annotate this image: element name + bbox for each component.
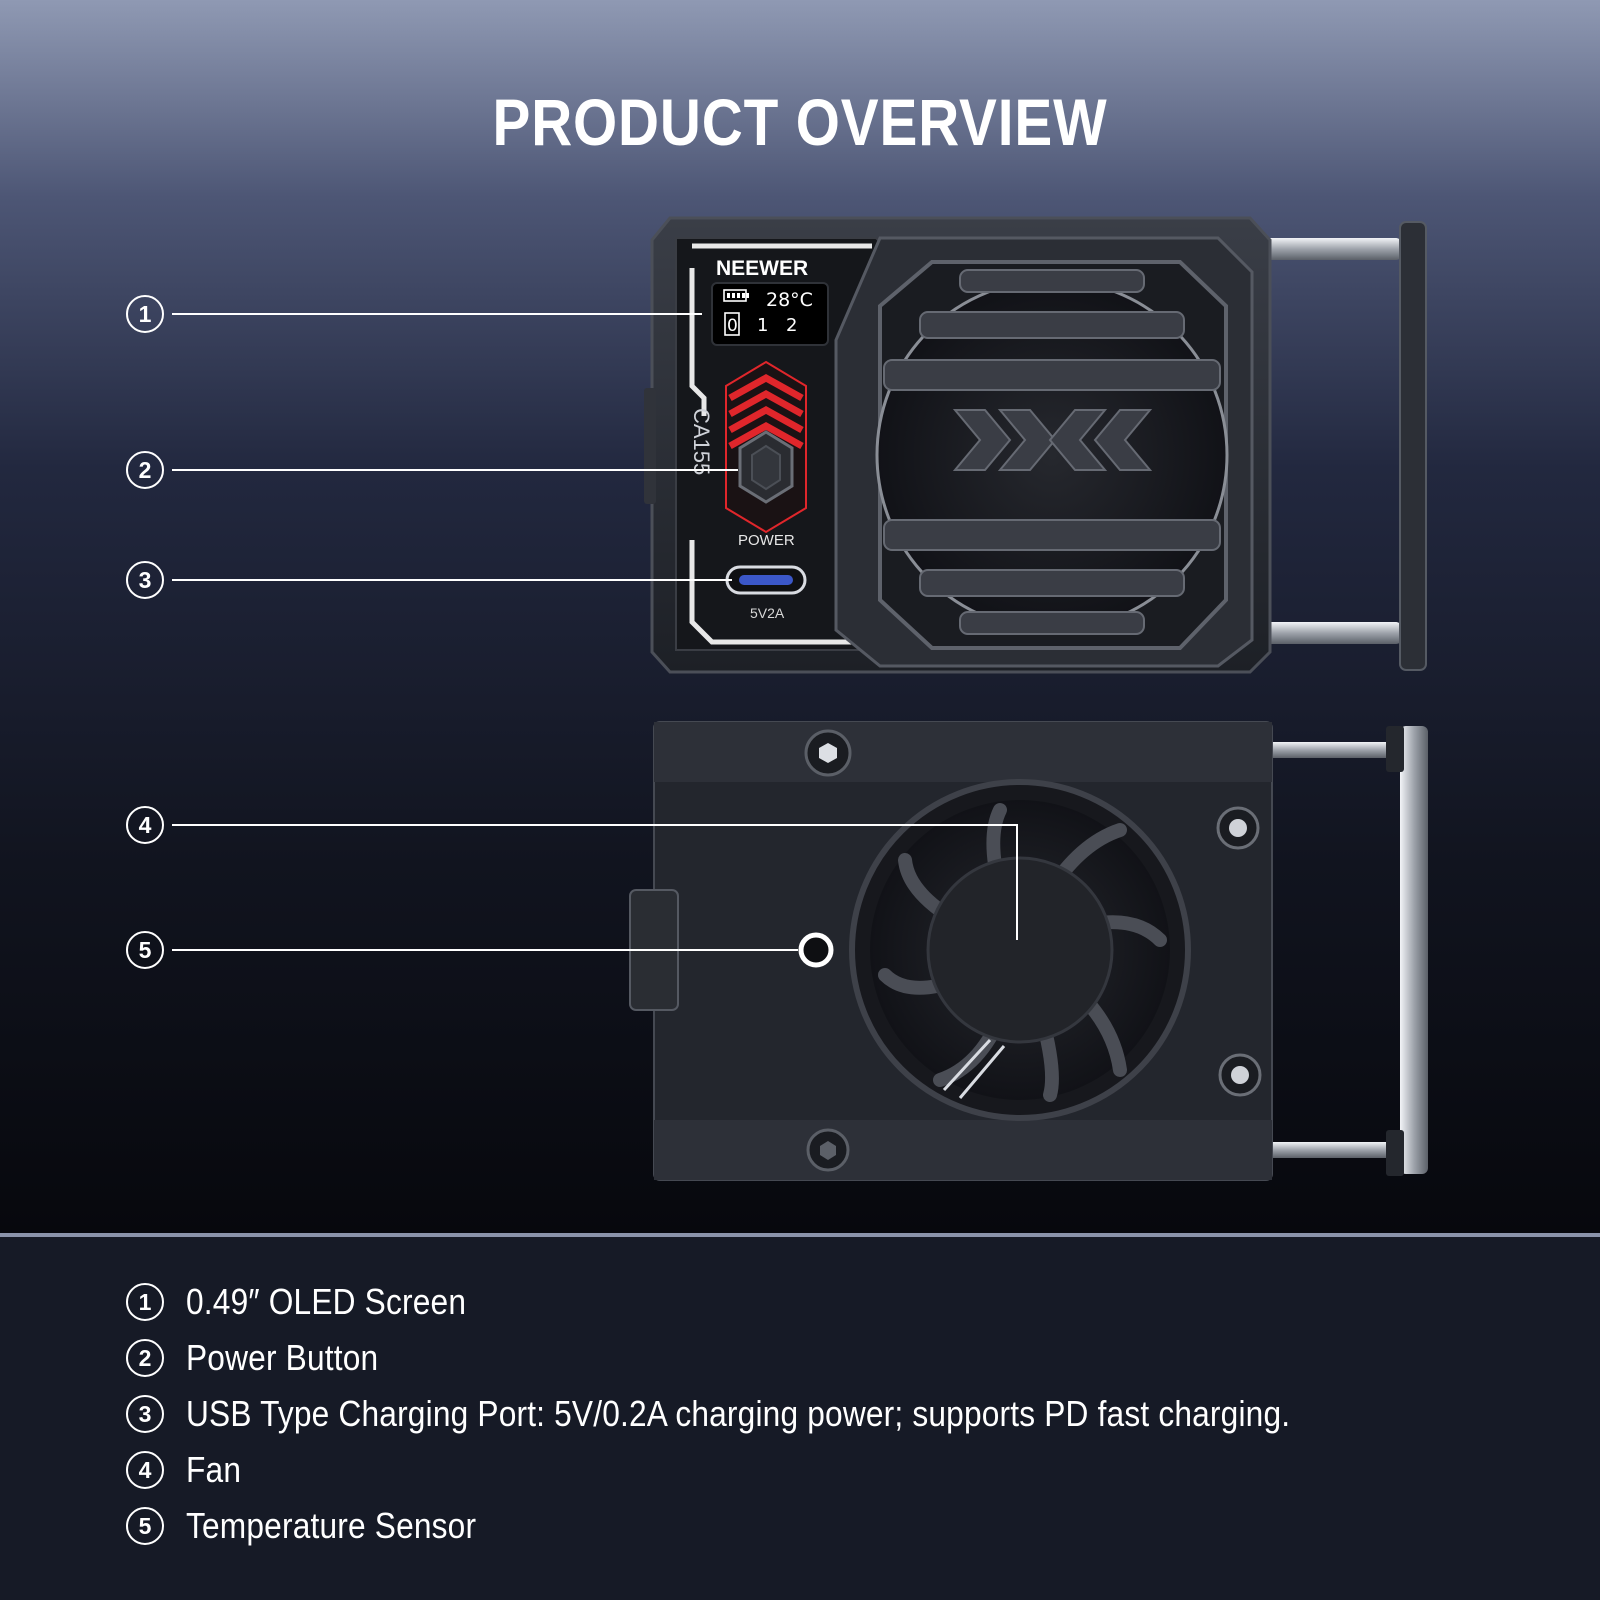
oled-temperature: 28°C [766,289,813,311]
usb-c-port-icon [725,565,807,595]
screw-icon [804,729,852,777]
rail-end-bracket [1400,726,1428,1174]
callout-line-4-drop [1016,824,1018,940]
back-plate-top-rail [654,722,1272,782]
temperature-sensor-icon [798,932,834,968]
back-plate-bottom-rail [654,1120,1272,1180]
legend-text: 0.49″ OLED Screen [186,1281,467,1322]
fan-grille-bars [883,269,1221,635]
accent-stripe [689,540,874,645]
callout-1: 1 [126,295,166,335]
rail-clamp [1386,726,1404,772]
side-tab [644,388,656,504]
device-back [629,721,1428,1181]
callout-line-1 [172,313,702,315]
callout-number: 4 [126,806,164,844]
rail-rod [1262,742,1402,758]
grille-chevrons [952,409,1153,471]
callout-line-4 [172,824,1018,826]
legend-number: 5 [126,1507,164,1545]
legend-item: 1 0.49″ OLED Screen [126,1281,1426,1322]
legend-item: 4 Fan [126,1449,1426,1490]
accent-stripe [689,268,707,416]
brand-logo: NEEWER [716,257,808,280]
port-label: 5V2A [750,605,785,621]
callout-number: 1 [126,295,164,333]
legend-number: 1 [126,1283,164,1321]
fan-icon [849,779,1191,1121]
callout-number: 2 [126,451,164,489]
rail-end-bracket [1399,221,1427,671]
power-label: POWER [738,532,795,549]
screw-icon [806,1128,850,1172]
rail-rod [1262,238,1402,260]
legend-text: Fan [186,1449,242,1490]
device-illustration: NEEWER 28°C 0 1 2 CA155 [629,216,1428,1181]
rail-rod [1262,1142,1402,1158]
oled-mode-2: 2 [786,315,797,336]
legend-item: 5 Temperature Sensor [126,1505,1426,1546]
legend-text: Power Button [186,1337,379,1378]
callout-3: 3 [126,561,166,601]
legend-text: USB Type Charging Port: 5V/0.2A charging… [186,1393,1291,1434]
screw-icon [1218,1053,1262,1097]
section-divider [0,1233,1600,1237]
callout-number: 3 [126,561,164,599]
oled-mode-1: 1 [757,315,768,336]
legend-item: 3 USB Type Charging Port: 5V/0.2A chargi… [126,1393,1426,1434]
rail-rod [1262,622,1402,644]
oled-mode-0: 0 [727,316,738,336]
screw-icon [1216,806,1260,850]
callout-4: 4 [126,806,166,846]
device-front: NEEWER 28°C 0 1 2 CA155 [644,216,1427,674]
callout-line-3 [172,579,732,581]
oled-screen [711,282,829,346]
oled-mode-box [724,312,740,336]
callout-5: 5 [126,931,166,971]
callout-line-5 [172,949,798,951]
legend-text: Temperature Sensor [186,1505,477,1546]
rail-clamp [1386,1130,1404,1176]
hero-section: PRODUCT OVERVIEW [0,0,1600,1233]
page-title: PRODUCT OVERVIEW [492,85,1108,159]
legend-number: 3 [126,1395,164,1433]
battery-icon [723,289,749,302]
legend-section: 1 0.49″ OLED Screen 2 Power Button 3 USB… [0,1237,1600,1600]
legend-item: 2 Power Button [126,1337,1426,1378]
callout-line-2 [172,469,738,471]
model-label: CA155 [689,408,714,475]
legend-number: 2 [126,1339,164,1377]
legend-number: 4 [126,1451,164,1489]
power-hex-icon[interactable] [738,430,794,504]
callout-2: 2 [126,451,166,491]
callout-number: 5 [126,931,164,969]
